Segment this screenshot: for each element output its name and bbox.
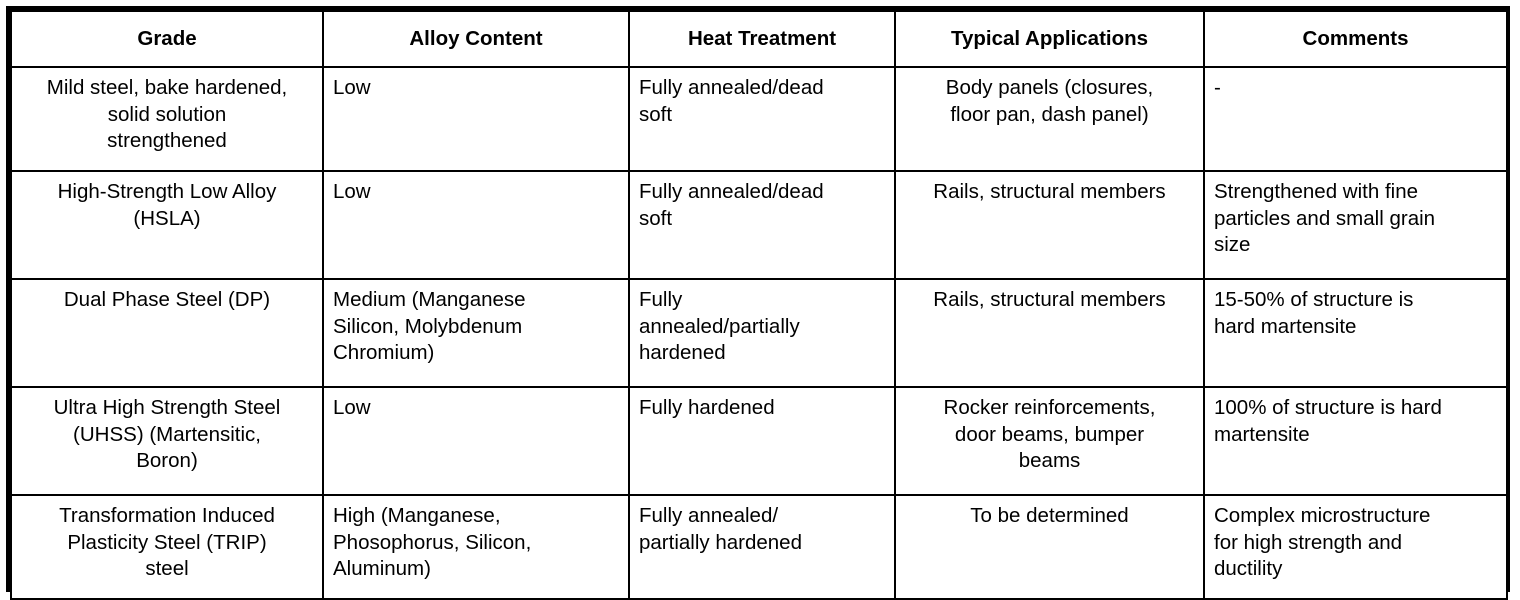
cell-typical-applications: Rails, structural members — [894, 278, 1205, 388]
table-row: Transformation Induced Plasticity Steel … — [10, 494, 1508, 600]
cell-text: Strengthened with fine particles and sma… — [1214, 180, 1436, 257]
cell-text: Mild steel, bake hardened, solid solutio… — [46, 76, 288, 153]
cell-grade: High-Strength Low Alloy (HSLA) — [10, 170, 324, 280]
cell-alloy-content: Medium (Manganese Silicon, Molybdenum Ch… — [322, 278, 630, 388]
cell-heat-treatment: Fully annealed/dead soft — [628, 66, 896, 172]
cell-text: Fully hardened — [639, 396, 775, 419]
cell-comments: Strengthened with fine particles and sma… — [1203, 170, 1508, 280]
cell-text: Low — [333, 180, 371, 203]
cell-grade: Ultra High Strength Steel (UHSS) (Marten… — [10, 386, 324, 496]
cell-alloy-content: Low — [322, 66, 630, 172]
table-row: Dual Phase Steel (DP) Medium (Manganese … — [10, 278, 1508, 388]
cell-alloy-content: High (Manganese, Phosophorus, Silicon, A… — [322, 494, 630, 600]
steel-grades-table: Grade Alloy Content Heat Treatment Typic… — [10, 10, 1508, 600]
cell-comments: - — [1203, 66, 1508, 172]
cell-text: 15-50% of structure is hard martensite — [1214, 288, 1414, 338]
cell-text: Low — [333, 396, 371, 419]
cell-text: - — [1214, 76, 1221, 99]
cell-text: High-Strength Low Alloy (HSLA) — [57, 180, 277, 230]
table-row: Mild steel, bake hardened, solid solutio… — [10, 66, 1508, 172]
cell-text: Complex microstructure for high strength… — [1214, 504, 1431, 581]
cell-text: Fully annealed/ partially hardened — [639, 504, 802, 554]
cell-typical-applications: Body panels (closures, floor pan, dash p… — [894, 66, 1205, 172]
table-header: Grade Alloy Content Heat Treatment Typic… — [10, 10, 1508, 68]
cell-text: Fully annealed/dead soft — [639, 76, 824, 126]
cell-text: Rocker reinforcements, door beams, bumpe… — [943, 396, 1156, 473]
cell-text: Medium (Manganese Silicon, Molybdenum Ch… — [333, 288, 526, 365]
cell-grade: Transformation Induced Plasticity Steel … — [10, 494, 324, 600]
cell-alloy-content: Low — [322, 170, 630, 280]
cell-heat-treatment: Fully annealed/dead soft — [628, 170, 896, 280]
column-header-typical-applications: Typical Applications — [894, 10, 1205, 68]
cell-text: High (Manganese, Phosophorus, Silicon, A… — [333, 504, 532, 581]
column-header-alloy-content: Alloy Content — [322, 10, 630, 68]
cell-text: Fully annealed/partially hardened — [639, 288, 800, 365]
column-header-grade: Grade — [10, 10, 324, 68]
cell-text: Rails, structural members — [933, 180, 1166, 203]
cell-text: Dual Phase Steel (DP) — [63, 288, 271, 311]
cell-text: Rails, structural members — [933, 288, 1166, 311]
cell-heat-treatment: Fully annealed/ partially hardened — [628, 494, 896, 600]
cell-comments: 15-50% of structure is hard martensite — [1203, 278, 1508, 388]
cell-typical-applications: Rocker reinforcements, door beams, bumpe… — [894, 386, 1205, 496]
table-body: Mild steel, bake hardened, solid solutio… — [10, 66, 1508, 600]
table-row: High-Strength Low Alloy (HSLA) Low Fully… — [10, 170, 1508, 280]
table-header-row: Grade Alloy Content Heat Treatment Typic… — [10, 10, 1508, 68]
cell-text: Transformation Induced Plasticity Steel … — [59, 504, 275, 581]
cell-grade: Mild steel, bake hardened, solid solutio… — [10, 66, 324, 172]
cell-grade: Dual Phase Steel (DP) — [10, 278, 324, 388]
cell-comments: Complex microstructure for high strength… — [1203, 494, 1508, 600]
table-row: Ultra High Strength Steel (UHSS) (Marten… — [10, 386, 1508, 496]
cell-text: Ultra High Strength Steel (UHSS) (Marten… — [53, 396, 281, 473]
cell-text: Low — [333, 76, 371, 99]
cell-heat-treatment: Fully annealed/partially hardened — [628, 278, 896, 388]
cell-comments: 100% of structure is hard martensite — [1203, 386, 1508, 496]
cell-alloy-content: Low — [322, 386, 630, 496]
column-header-comments: Comments — [1203, 10, 1508, 68]
cell-text: Body panels (closures, floor pan, dash p… — [945, 76, 1154, 126]
cell-text: To be determined — [970, 504, 1129, 527]
steel-grades-table-container: Grade Alloy Content Heat Treatment Typic… — [6, 6, 1510, 600]
cell-text: 100% of structure is hard martensite — [1214, 396, 1442, 446]
column-header-heat-treatment: Heat Treatment — [628, 10, 896, 68]
cell-typical-applications: To be determined — [894, 494, 1205, 600]
cell-typical-applications: Rails, structural members — [894, 170, 1205, 280]
cell-heat-treatment: Fully hardened — [628, 386, 896, 496]
cell-text: Fully annealed/dead soft — [639, 180, 824, 230]
